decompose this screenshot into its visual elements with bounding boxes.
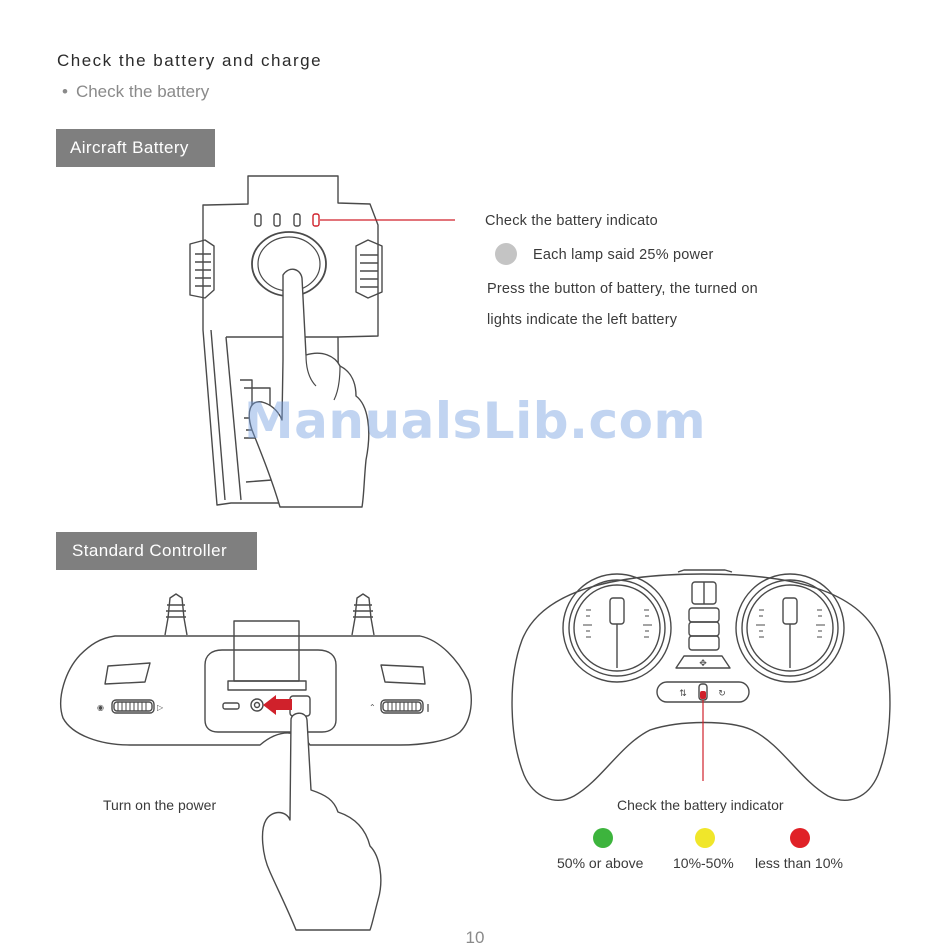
svg-text:⌃: ⌃ <box>369 703 376 712</box>
press-instruction-line-1: Press the button of battery, the turned … <box>487 281 758 297</box>
aircraft-indicator-label: Check the battery indicato <box>485 213 658 229</box>
turn-on-power-label: Turn on the power <box>103 797 217 813</box>
svg-text:⇅: ⇅ <box>679 689 687 699</box>
page-number: 10 <box>465 928 485 947</box>
svg-text:✥: ✥ <box>699 659 707 669</box>
legend-label-high: 50% or above <box>557 855 644 871</box>
page-title: Check the battery and charge <box>57 51 323 70</box>
svg-text:◉: ◉ <box>97 703 104 712</box>
aircraft-battery-tab-label: Aircraft Battery <box>70 138 189 157</box>
green-lamp-icon <box>593 828 613 848</box>
legend-label-low: less than 10% <box>755 855 843 871</box>
gray-lamp-icon <box>495 243 517 265</box>
yellow-lamp-icon <box>695 828 715 848</box>
legend-label-mid: 10%-50% <box>673 855 734 871</box>
svg-text:▷: ▷ <box>157 703 164 712</box>
bullet-text: Check the battery <box>75 82 210 101</box>
svg-text:∥: ∥ <box>426 703 430 712</box>
aircraft-battery-tab: Aircraft Battery <box>56 129 215 167</box>
bullet-dot: • <box>62 82 68 101</box>
controller-indicator-label: Check the battery indicator <box>617 797 784 813</box>
watermark: ManualsLib.com <box>243 392 707 450</box>
lamp-power-note: Each lamp said 25% power <box>533 247 714 263</box>
svg-text:↻: ↻ <box>718 689 726 699</box>
red-lamp-icon <box>790 828 810 848</box>
bullet-item: • Check the battery <box>62 82 209 102</box>
standard-controller-tab: Standard Controller <box>56 532 257 570</box>
standard-controller-tab-label: Standard Controller <box>72 541 228 560</box>
press-instruction-line-2: lights indicate the left battery <box>487 312 678 328</box>
